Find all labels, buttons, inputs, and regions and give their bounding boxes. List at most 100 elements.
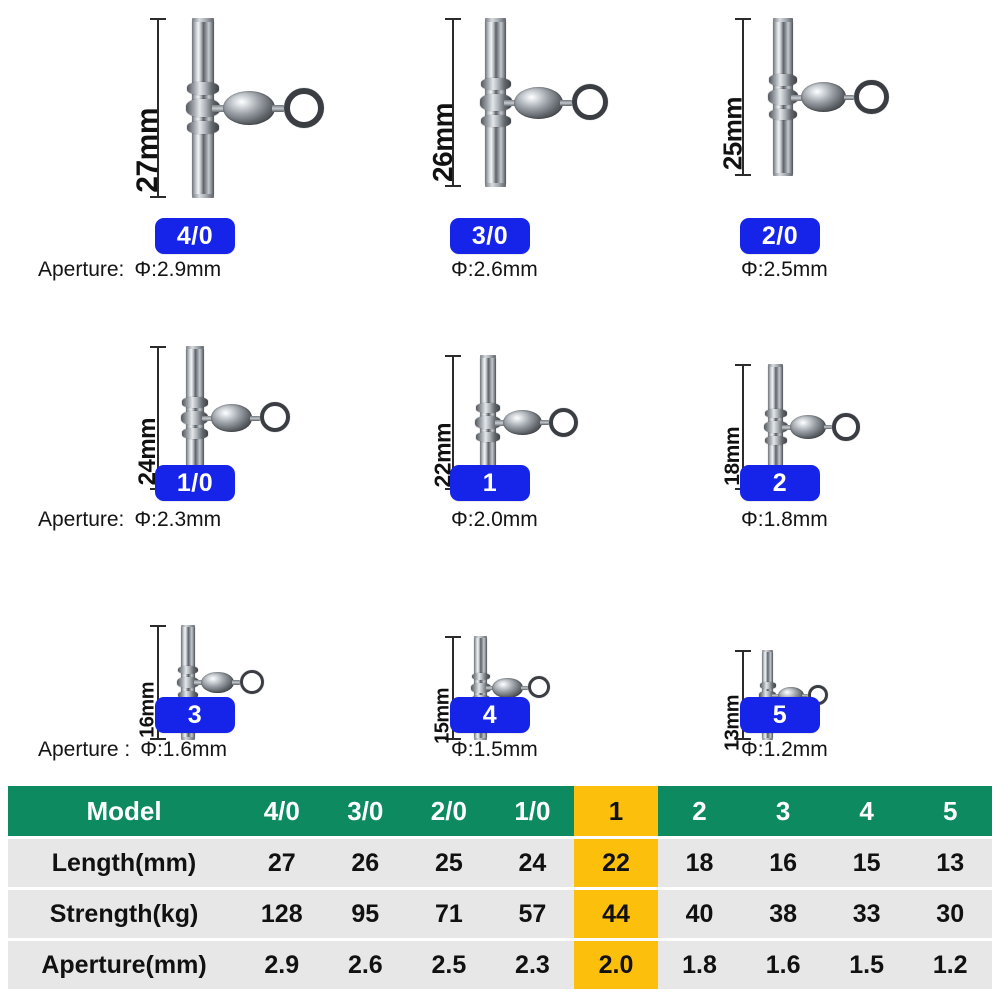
table-cell: 2.3 xyxy=(515,950,550,979)
swivel-tube-top-cap xyxy=(768,364,784,367)
swivel-collar-upper xyxy=(480,78,511,91)
dimension-bar xyxy=(452,18,454,188)
table-cell: 30 xyxy=(936,899,965,928)
table-cell: 1.5 xyxy=(849,950,885,979)
table-cell: 24 xyxy=(518,848,547,877)
swivel-neck xyxy=(202,415,214,422)
aperture-value: Φ:2.9mm xyxy=(134,258,222,281)
swivel-tube-top-cap xyxy=(762,650,773,652)
swivel-collar-upper xyxy=(769,74,798,86)
swivel-collar-upper xyxy=(759,682,776,689)
table-header-cell-1-0: 1/0 xyxy=(514,795,551,826)
swivel-tube-bottom-cap xyxy=(773,172,793,177)
swivel-collar-center xyxy=(186,99,220,117)
swivel-tube-bottom-cap xyxy=(762,738,773,740)
swivel-eye-ring xyxy=(284,88,324,128)
aperture-prefix-label: Aperture: xyxy=(38,258,125,281)
swivel-collar-center xyxy=(470,682,491,693)
aperture-caption-2: Φ:1.8mm xyxy=(741,508,828,532)
table-cell: 2.6 xyxy=(347,950,383,979)
swivel-collar-upper xyxy=(187,82,219,95)
swivel-eye-ring xyxy=(259,402,290,433)
table-header-cell-1: 1 xyxy=(574,786,658,836)
dimension-cap-bottom xyxy=(445,737,461,740)
table-row-label-2: Aperture(mm) xyxy=(41,950,207,979)
table-cell: 44 xyxy=(574,890,658,938)
swivel-eye-stem xyxy=(232,680,241,685)
model-badge-4-0[interactable]: 4/0 xyxy=(155,218,235,254)
table-cell: 2.0 xyxy=(574,941,658,989)
swivel-eye-stem xyxy=(824,424,833,430)
swivel-eye-stem xyxy=(520,686,528,690)
model-badge-5[interactable]: 5 xyxy=(740,697,820,733)
table-header-cell-2-0: 2/0 xyxy=(430,795,467,826)
swivel-collar-center xyxy=(768,89,799,106)
dimension-line-3-0: 26mm xyxy=(427,18,461,188)
swivel-tube-bottom-cap xyxy=(474,737,488,740)
swivel-neck xyxy=(790,94,804,101)
dimension-cap-bottom xyxy=(150,737,166,740)
swivel-collar-upper xyxy=(471,672,491,681)
swivel-eye-stem xyxy=(802,693,808,697)
swivel-eye-ring xyxy=(854,79,889,115)
model-badge-3-0[interactable]: 3/0 xyxy=(450,218,530,254)
aperture-value: Φ:1.5mm xyxy=(451,738,538,761)
swivel-illustration-4-0 xyxy=(186,18,362,198)
aperture-value: Φ:2.5mm xyxy=(741,258,828,281)
table-header-cell-3-0: 3/0 xyxy=(347,795,384,826)
swivel-tube-top-cap xyxy=(479,355,496,358)
table-cell: 95 xyxy=(351,899,380,928)
swivel-neck xyxy=(212,105,226,112)
aperture-caption-1-0: Aperture:Φ:2.3mm xyxy=(38,508,221,532)
swivel-neck xyxy=(193,680,203,685)
aperture-value: Φ:2.6mm xyxy=(451,258,538,281)
table-row-label-0: Length(mm) xyxy=(51,848,197,877)
dimension-bar xyxy=(452,635,454,740)
swivel-tube-top-cap xyxy=(186,346,204,350)
model-badge-1-0[interactable]: 1/0 xyxy=(155,465,235,501)
model-badge-2[interactable]: 2 xyxy=(740,465,820,501)
aperture-caption-3-0: Φ:2.6mm xyxy=(451,258,538,282)
swivel-barrel-body xyxy=(492,677,523,698)
aperture-value: Φ:1.8mm xyxy=(741,508,828,531)
table-header-cell-4-0: 4/0 xyxy=(263,795,300,826)
table-header-cell-3: 3 xyxy=(775,795,791,826)
swivel-collar-lower xyxy=(182,428,208,439)
model-badge-3[interactable]: 3 xyxy=(155,697,235,733)
swivel-neck xyxy=(782,424,792,430)
table-header-cell-2: 2 xyxy=(692,795,707,826)
dimension-line-4-0: 27mm xyxy=(131,18,166,198)
aperture-caption-3: Aperture :Φ:1.6mm xyxy=(38,738,227,762)
dimension-cap-bottom xyxy=(445,185,461,188)
swivel-collar-lower xyxy=(475,432,500,442)
swivel-collar-center xyxy=(759,690,776,700)
dimension-cap-bottom xyxy=(150,196,166,198)
swivel-tube-bottom-cap xyxy=(485,183,506,188)
aperture-caption-4: Φ:1.5mm xyxy=(451,738,538,762)
table-cell: 15 xyxy=(852,848,881,877)
model-badge-1[interactable]: 1 xyxy=(450,465,530,501)
table-cell: 33 xyxy=(852,899,881,928)
swivel-tube-bottom-cap xyxy=(192,194,214,198)
table-cell: 128 xyxy=(260,899,303,928)
swivel-collar-center xyxy=(177,676,200,689)
model-badge-2-0[interactable]: 2/0 xyxy=(740,218,820,254)
aperture-value: Φ:1.2mm xyxy=(741,738,828,761)
aperture-caption-4-0: Aperture: Φ:2.9mm xyxy=(38,258,221,282)
swivel-collar-lower xyxy=(764,436,787,446)
swivel-barrel-body xyxy=(800,82,847,113)
swivel-illustration-2 xyxy=(763,364,887,490)
swivel-collar-lower xyxy=(187,121,219,134)
model-badge-4[interactable]: 4 xyxy=(450,697,530,733)
table-cell: 16 xyxy=(769,848,797,877)
